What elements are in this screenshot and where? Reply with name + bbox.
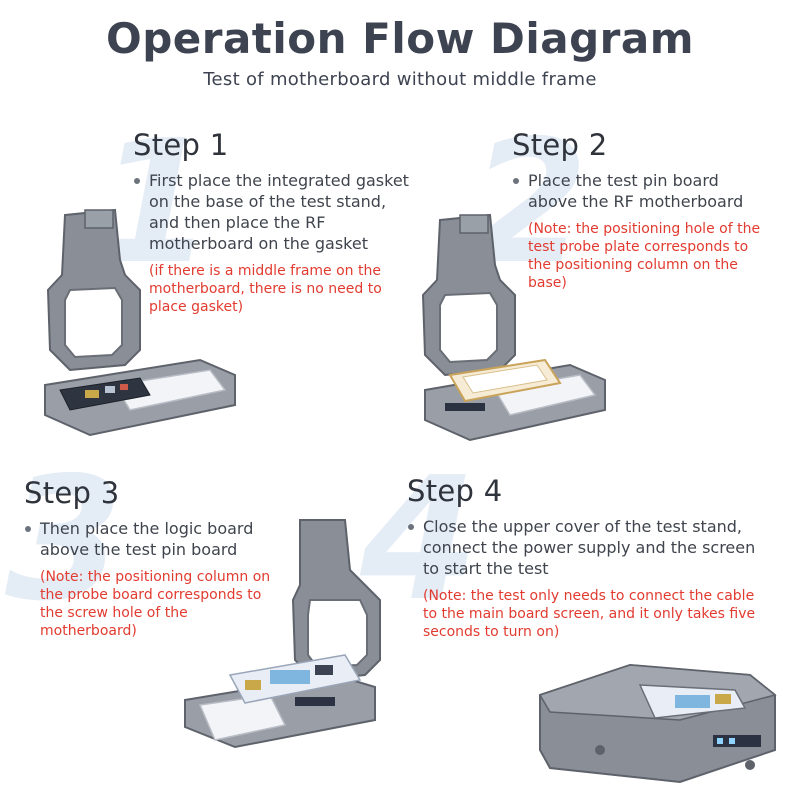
step-2-text: Place the test pin board above the RF mo…	[512, 170, 772, 212]
step-1-note: (if there is a middle frame on the mothe…	[149, 263, 382, 315]
step-2-block: Step 2 Place the test pin board above th…	[512, 128, 772, 292]
step-3-text: Then place the logic board above the tes…	[24, 518, 274, 560]
step-2-heading: Step 2	[512, 128, 608, 162]
page-subtitle: Test of motherboard without middle frame	[203, 69, 597, 90]
step-4-heading: Step 4	[407, 474, 503, 508]
step-1-block: Step 1 First place the integrated gasket…	[133, 128, 418, 316]
step-4-note: (Note: the test only needs to connect th…	[423, 588, 756, 640]
step-1-heading: Step 1	[133, 128, 229, 162]
step-4-block: Step 4 Close the upper cover of the test…	[407, 474, 767, 641]
step-3-block: Step 3 Then place the logic board above …	[24, 476, 274, 640]
test-stand-step-2-image	[421, 213, 606, 442]
step-1-text: First place the integrated gasket on the…	[133, 170, 418, 254]
watermark-number-4: 4	[360, 441, 479, 639]
test-stand-step-4-image	[538, 663, 777, 784]
step-3-heading: Step 3	[24, 476, 120, 510]
step-2-note: (Note: the positioning hole of the test …	[528, 221, 761, 291]
step-4-text: Close the upper cover of the test stand,…	[407, 516, 767, 579]
step-3-note: (Note: the positioning column on the pro…	[40, 569, 271, 639]
test-stand-step-1-image	[44, 208, 236, 437]
test-stand-step-3-image	[184, 519, 381, 749]
page-title: Operation Flow Diagram	[105, 14, 694, 63]
watermark-number-3: 3	[5, 441, 124, 639]
